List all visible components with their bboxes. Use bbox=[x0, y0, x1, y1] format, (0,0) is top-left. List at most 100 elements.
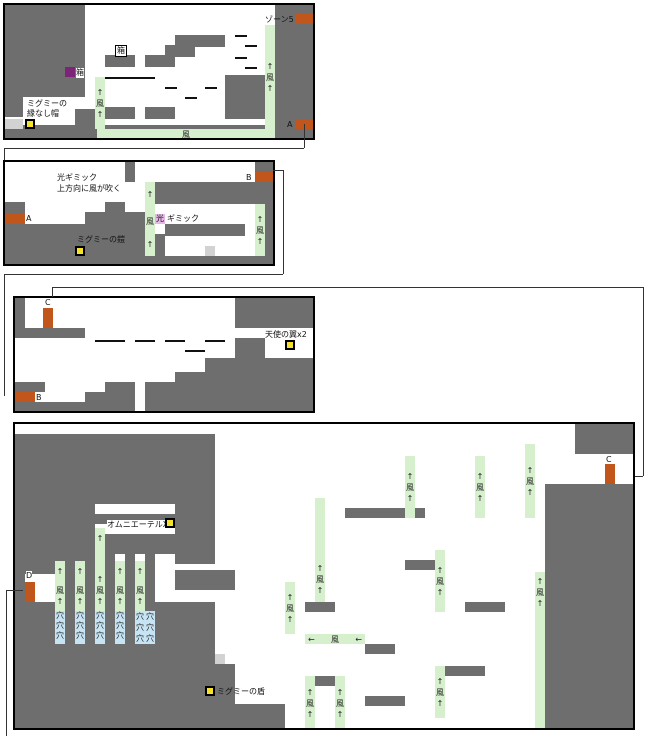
wall bbox=[95, 514, 175, 524]
item-label-line2: 縁なし帽 bbox=[27, 109, 59, 118]
thin-platform bbox=[205, 87, 217, 89]
arrow-up-icon: ↑ bbox=[56, 566, 64, 576]
connector-b bbox=[4, 274, 283, 275]
item-angel-wings[interactable] bbox=[285, 340, 295, 350]
wall bbox=[15, 402, 135, 411]
wall bbox=[175, 570, 235, 590]
wall bbox=[5, 5, 85, 97]
platform bbox=[465, 602, 505, 612]
door-b-label: B bbox=[246, 173, 252, 182]
wall bbox=[175, 35, 225, 47]
wind-row: ← 風 ← bbox=[305, 634, 365, 644]
thin-platform bbox=[185, 97, 197, 99]
door-a[interactable] bbox=[5, 214, 25, 224]
item-omni-ether[interactable] bbox=[165, 518, 175, 528]
connector-a bbox=[304, 124, 305, 148]
wind-column: ↑ 風 ↑ bbox=[55, 561, 65, 611]
wind-label: 風 bbox=[182, 129, 190, 139]
item-migmi-hat[interactable] bbox=[25, 119, 35, 129]
connector-a bbox=[4, 148, 304, 149]
wind-column: ↑ 風 ↑ bbox=[435, 550, 445, 612]
wind-column: ↑ 風 ↑ bbox=[405, 456, 415, 518]
hole-label: 穴 bbox=[96, 621, 104, 630]
connector-b bbox=[273, 170, 283, 171]
wall bbox=[145, 382, 313, 411]
door-zone5[interactable] bbox=[295, 14, 313, 24]
wind-label: 風 bbox=[96, 98, 104, 108]
wall bbox=[105, 107, 135, 119]
arrow-up-icon: ↑ bbox=[406, 471, 414, 481]
wall bbox=[85, 564, 95, 602]
wall bbox=[165, 45, 195, 57]
arrow-up-icon: ↑ bbox=[266, 61, 274, 71]
arrow-up-icon: ↑ bbox=[536, 599, 544, 608]
arrow-up-icon: ↑ bbox=[286, 592, 294, 602]
wall bbox=[175, 372, 313, 384]
arrow-up-icon: ↑ bbox=[406, 493, 414, 503]
item-label: ミグミーの 縁なし帽 bbox=[27, 99, 67, 119]
wind-label: 風 bbox=[526, 476, 534, 486]
hole-column: 穴穴穴 bbox=[95, 611, 105, 644]
wind-column: ↑ 風 ↑ bbox=[525, 444, 535, 518]
arrow-up-icon: ↑ bbox=[536, 577, 544, 586]
hole-label: 穴 bbox=[96, 631, 104, 640]
wind-label: 風 bbox=[436, 687, 444, 697]
wall bbox=[545, 484, 633, 728]
arrow-up-icon: ↑ bbox=[256, 236, 264, 246]
wind-label: 風 bbox=[406, 482, 414, 492]
wind-label: 風 bbox=[286, 603, 294, 613]
wall bbox=[125, 162, 135, 182]
connector-c bbox=[52, 287, 53, 297]
door-c[interactable] bbox=[43, 308, 53, 328]
hole-label: 穴 bbox=[146, 611, 154, 621]
arrow-up-icon: ↑ bbox=[436, 676, 444, 686]
arrow-up-icon: ↑ bbox=[116, 596, 124, 606]
arrow-left-icon: ← bbox=[355, 634, 362, 644]
wall bbox=[15, 574, 25, 604]
door-c-label: C bbox=[606, 455, 612, 464]
wall bbox=[155, 182, 273, 204]
hole-label: 穴 bbox=[96, 611, 104, 620]
hole-column: 穴穴穴穴穴穴 bbox=[135, 611, 155, 644]
wind-label: 風 bbox=[146, 216, 154, 226]
hole-label: 穴 bbox=[116, 621, 124, 630]
hole-label: 穴 bbox=[146, 633, 154, 643]
item-label-line1: ミグミーの bbox=[27, 99, 67, 108]
box-label: 箱 bbox=[76, 68, 84, 78]
wall bbox=[85, 212, 145, 226]
door-b[interactable] bbox=[15, 392, 35, 402]
wall bbox=[155, 234, 165, 264]
item-migmi-shield[interactable] bbox=[205, 686, 215, 696]
door-a[interactable] bbox=[295, 119, 313, 129]
wall bbox=[15, 382, 45, 392]
thin-platform bbox=[135, 340, 155, 342]
wind-column: ↑ 風 ↑ bbox=[435, 666, 445, 718]
arrow-up-icon: ↑ bbox=[96, 533, 104, 543]
wall bbox=[145, 107, 175, 119]
door-c[interactable] bbox=[605, 464, 615, 484]
gimmick-note-line1: 光ギミック bbox=[57, 173, 97, 182]
hole-column: 穴穴穴 bbox=[75, 611, 85, 644]
wind-column: ↑ ↑ 風 ↑ bbox=[95, 528, 105, 611]
wind-label: 風 bbox=[336, 698, 344, 708]
platform bbox=[365, 696, 405, 706]
wind-row: 風 bbox=[97, 129, 275, 139]
wall bbox=[205, 358, 313, 373]
wind-column: ↑ 風 ↑ bbox=[265, 25, 275, 129]
door-a-label: A bbox=[287, 120, 293, 129]
light-icon[interactable]: 光 bbox=[155, 214, 165, 224]
arrow-up-icon: ↑ bbox=[476, 493, 484, 503]
wall bbox=[65, 554, 75, 602]
arrow-up-icon: ↑ bbox=[336, 687, 344, 697]
hole-column: 穴穴穴 bbox=[115, 611, 125, 644]
wall bbox=[145, 554, 155, 602]
wind-column: ↑ 風 ↑ bbox=[475, 456, 485, 518]
door-b[interactable] bbox=[255, 172, 273, 182]
arrow-up-icon: ↑ bbox=[76, 596, 84, 606]
item-migmi-armor[interactable] bbox=[75, 246, 85, 256]
door-d[interactable] bbox=[25, 582, 35, 602]
arrow-up-icon: ↑ bbox=[436, 587, 444, 597]
arrow-up-icon: ↑ bbox=[256, 214, 264, 224]
arrow-up-icon: ↑ bbox=[136, 596, 144, 606]
platform bbox=[345, 508, 425, 518]
